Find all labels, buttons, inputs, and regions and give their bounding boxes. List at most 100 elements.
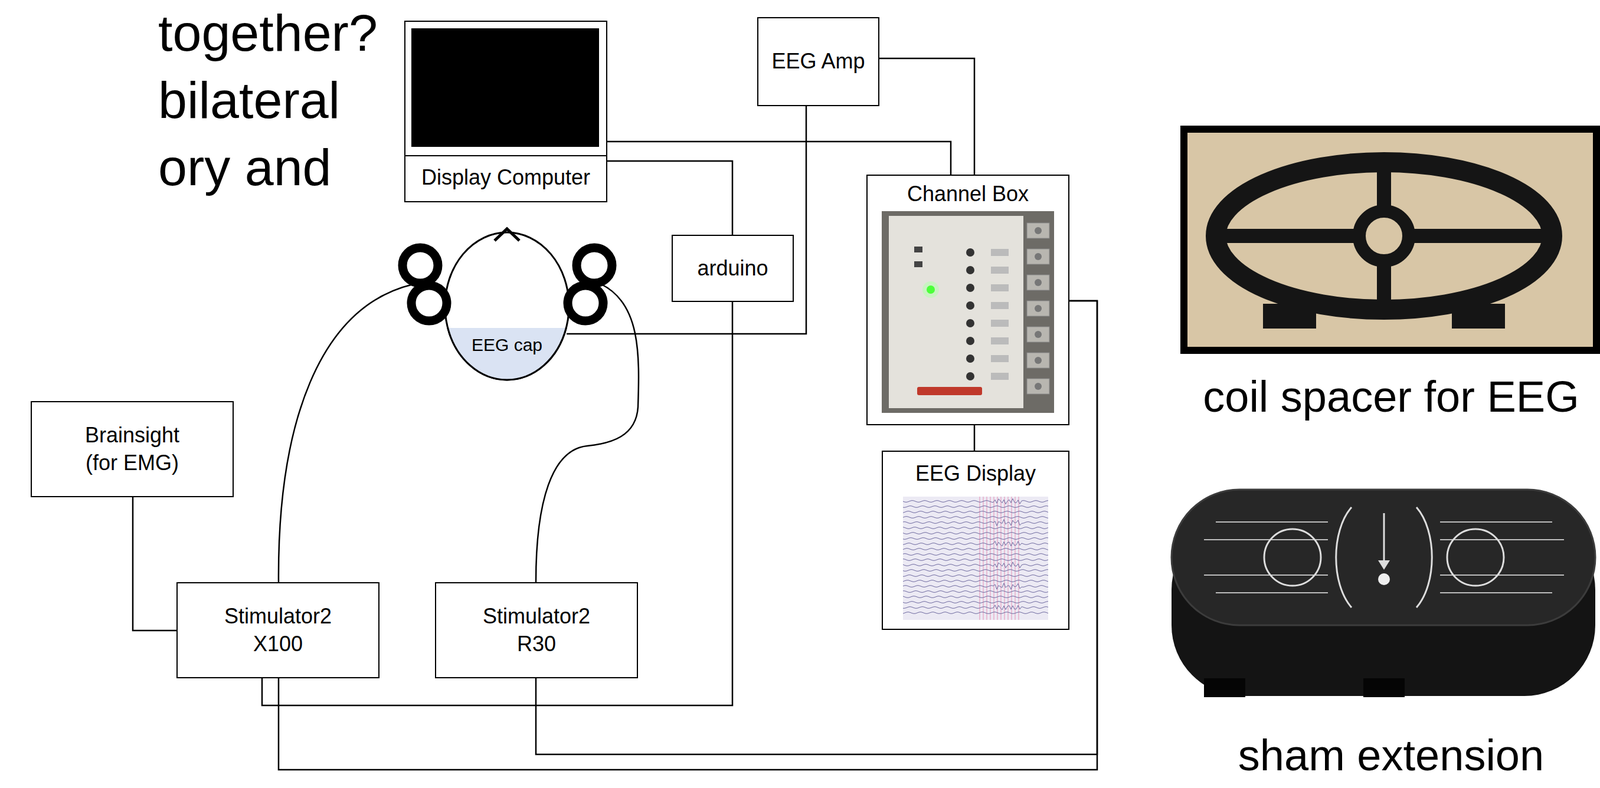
drawing-part: [902, 517, 1049, 519]
drawing-part: [990, 284, 1009, 292]
drawing-part: [902, 527, 1049, 530]
photo-frame: [1183, 129, 1597, 351]
photo-caption: coil spacer for EEG: [1202, 372, 1579, 421]
drawing-part: [1034, 279, 1042, 287]
eeg-cap-band: EEG cap: [447, 328, 567, 381]
connector: [973, 425, 976, 451]
drawing-part: [1026, 249, 1050, 265]
sham-notch: [1363, 678, 1405, 698]
drawing-part: [902, 548, 1049, 551]
drawing-part: [1000, 496, 1002, 621]
drawing-part: [902, 601, 1049, 604]
drawing-part: [993, 496, 995, 621]
sham-dot: [1378, 573, 1390, 586]
drawing-part: [966, 301, 975, 310]
tms-coil: [402, 247, 438, 284]
sham-top: [1171, 489, 1596, 626]
drawing-part: [1008, 496, 1009, 621]
drawing-part: [914, 261, 923, 268]
drawing-part: [1026, 378, 1050, 395]
sham-arrow: [1383, 513, 1386, 564]
drawing-part: [1004, 496, 1006, 621]
cap-fill: [447, 328, 567, 381]
display-box: EEG Display: [881, 450, 1070, 631]
divider-line: [405, 155, 607, 157]
eeg-trace-image: [902, 496, 1049, 621]
connector: [607, 141, 951, 175]
drawing-part: [914, 246, 923, 253]
stimulator-box: Stimulator2 X100: [176, 582, 380, 679]
computer-box: Display Computer+: [404, 20, 608, 203]
drawing-part: [990, 319, 1009, 327]
drawing-part: [926, 285, 935, 294]
node-label: Stimulator2 R30: [477, 603, 596, 659]
drawing-part: [881, 211, 1055, 414]
node-label: EEG Amp: [771, 47, 865, 76]
spacer-ring: [1215, 162, 1553, 310]
drawing-part: [902, 532, 1049, 535]
spacer-foot: [1451, 303, 1505, 329]
drawing-part: [902, 605, 1049, 611]
drawing-part: [902, 511, 1049, 514]
drawing-part: [966, 266, 975, 275]
connector: [879, 58, 975, 175]
drawing-part: [902, 506, 1049, 509]
drawing-part: [966, 354, 975, 363]
amplifier-box: EEG Amp: [757, 17, 880, 107]
drawing-part: [902, 580, 1049, 583]
drawing-part: [1034, 253, 1042, 261]
title-fragment: ory and: [158, 139, 332, 197]
drawing-part: [990, 355, 1009, 363]
drawing-part: [902, 538, 1049, 541]
spacer-photo: [1183, 129, 1597, 351]
spacer-hub: [1359, 211, 1409, 261]
drawing-part: [966, 283, 975, 293]
drawing-part: [990, 372, 1009, 381]
drawing-part: [1018, 496, 1020, 621]
drawing-part: [1034, 227, 1042, 235]
text-area: Brainsight (for EMG): [31, 402, 233, 497]
tms-coil: [576, 247, 613, 284]
drawing-part: [990, 249, 1009, 257]
software-box: Brainsight (for EMG): [30, 401, 234, 498]
drawing-part: [902, 519, 1049, 527]
title-fragment: bilateral: [158, 72, 340, 130]
drawing-part: [979, 496, 981, 621]
drawing-part: [983, 496, 984, 621]
drawing-part: [902, 612, 1049, 615]
text-area: EEG cap: [447, 331, 567, 358]
device-photo: [881, 211, 1055, 414]
nose-mark: [494, 228, 520, 241]
device-box: arduino: [671, 234, 794, 303]
tms-coil: [411, 285, 447, 322]
node-label: Stimulator2 X100: [218, 603, 337, 659]
drawing-part: [902, 541, 1049, 547]
drawing-part: [902, 591, 1049, 594]
drawing-part: [966, 319, 975, 328]
spacer-foot: [1263, 303, 1317, 329]
node-label: Brainsight (for EMG): [73, 421, 192, 478]
drawing-part: [990, 496, 991, 621]
drawing-part: [1026, 223, 1050, 239]
coil-cable: [278, 284, 414, 583]
drawing-part: [966, 372, 975, 381]
drawing-part: [1026, 326, 1050, 343]
drawing-part: [1034, 305, 1042, 313]
text-area: arduino: [672, 236, 793, 301]
drawing-part: [902, 583, 1049, 591]
monitor-screen: +: [411, 28, 600, 147]
drawing-part: [902, 570, 1049, 572]
sham-marking: [1447, 529, 1504, 587]
text-area: EEG Amp: [758, 18, 879, 106]
connector: [132, 497, 177, 631]
drawing-part: [922, 281, 939, 299]
drawing-part: [902, 554, 1049, 556]
text-area: Stimulator2 R30: [436, 583, 637, 678]
drawing-part: [990, 302, 1009, 310]
drawing-part: [1034, 357, 1042, 365]
drawing-part: [1026, 352, 1050, 369]
node-label: arduino: [697, 254, 768, 283]
drawing-part: [902, 559, 1049, 562]
drawing-part: [902, 562, 1049, 569]
drawing-part: [1026, 300, 1050, 317]
